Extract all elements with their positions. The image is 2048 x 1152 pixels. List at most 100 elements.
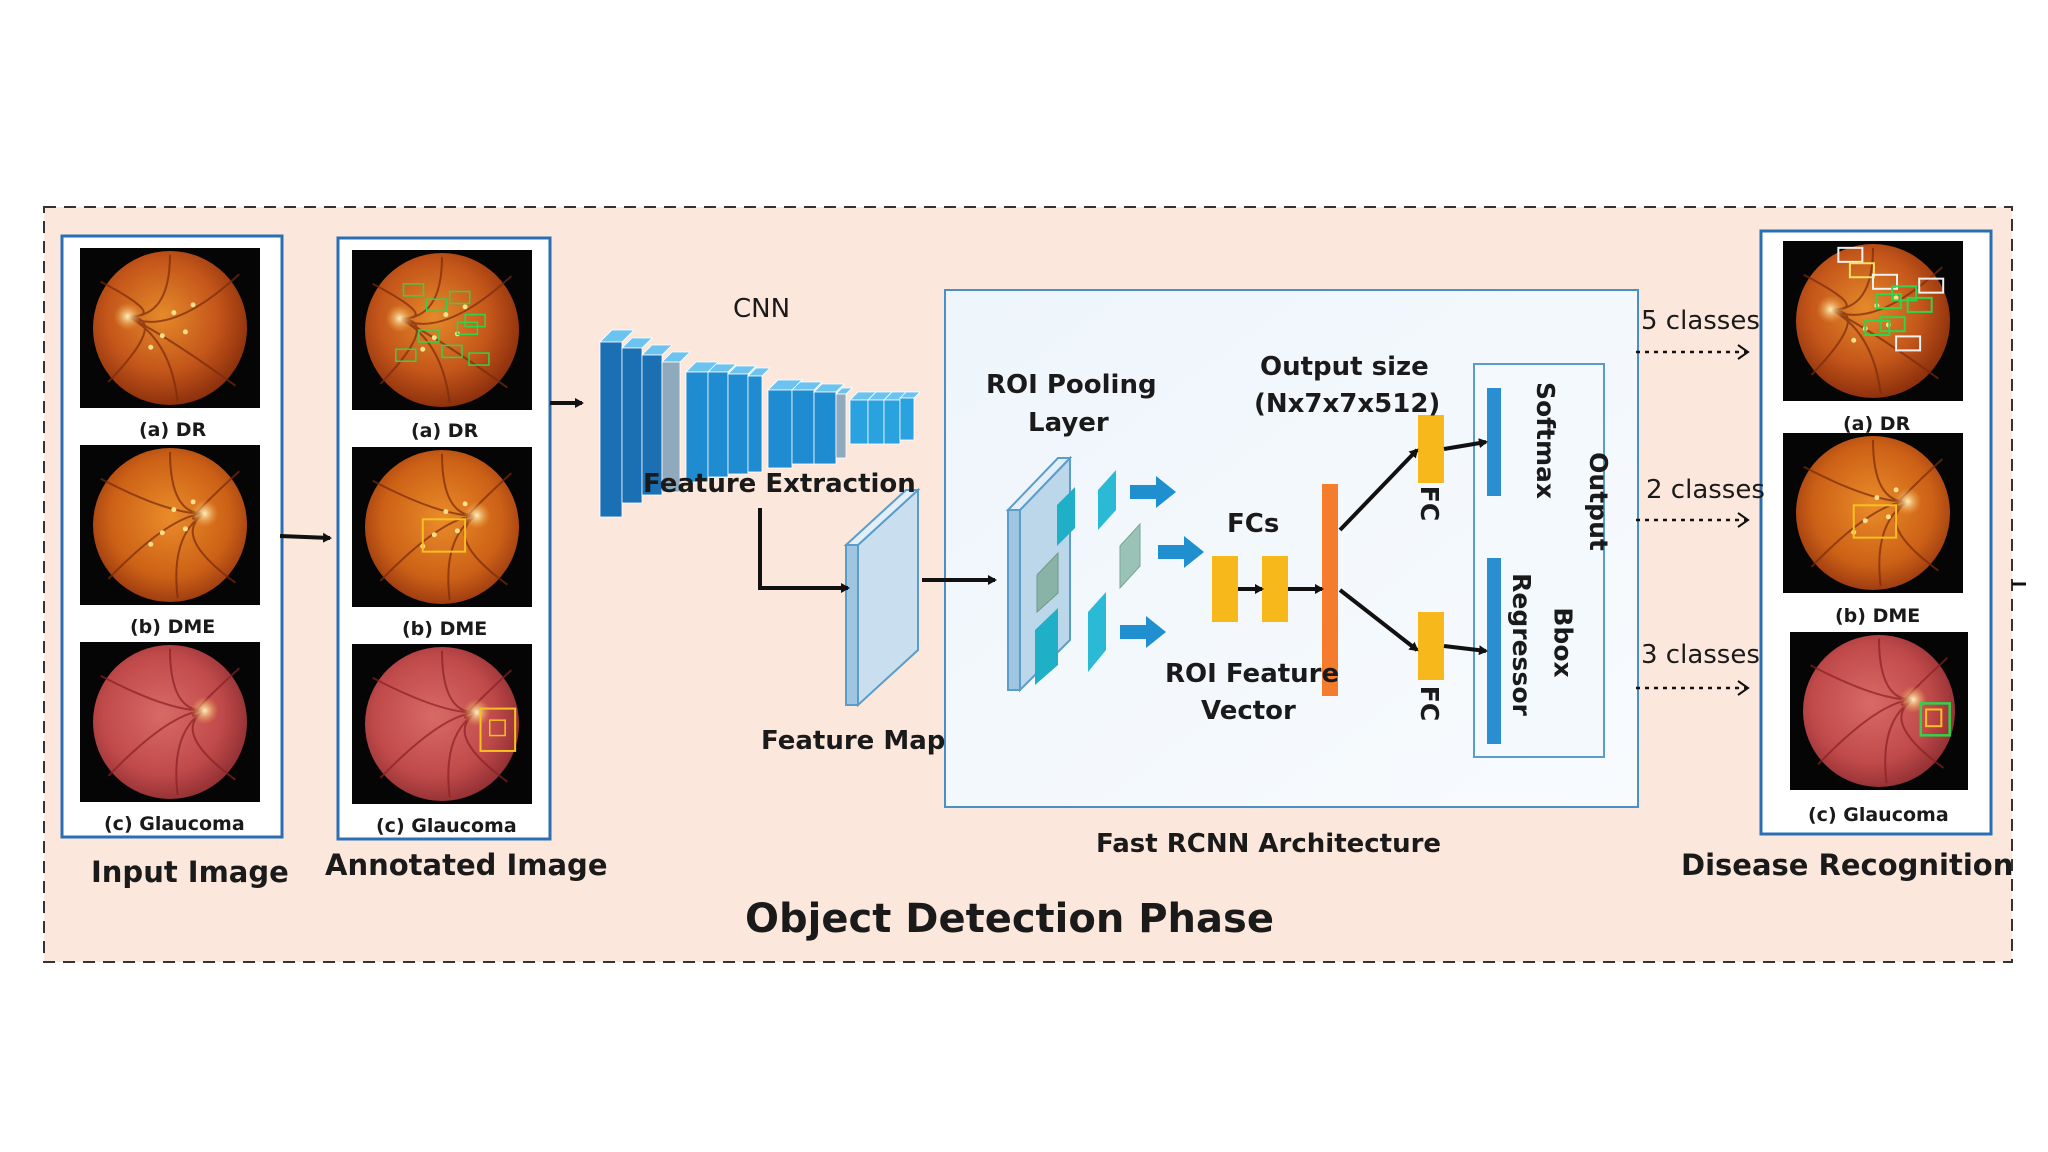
roi-blue-arrows	[1120, 476, 1204, 648]
feature-extraction-label: Feature Extraction	[643, 469, 916, 499]
annotated-glaucoma-fundus	[365, 647, 519, 801]
cnn-layer	[767, 379, 803, 469]
annotated-dr-annotation-box	[468, 352, 490, 366]
recognized-dr-prediction-boxes	[1837, 246, 1945, 352]
cnn-layer	[835, 387, 853, 459]
input-image-caption: Input Image	[91, 855, 289, 889]
annotated-dr-annotation-box	[395, 348, 417, 362]
recognized-dme-lesion	[1862, 518, 1868, 524]
cnn-layer	[791, 381, 823, 465]
cnn-layer-face	[707, 371, 729, 478]
recognition-label-glaucoma: (c) Glaucoma	[1808, 804, 1949, 826]
recognized-dme-lesion	[1874, 495, 1880, 501]
recognition-label-dr: (a) DR	[1843, 413, 1911, 435]
annotated-glaucoma-annotation-box	[479, 707, 517, 752]
flow-arrows	[279, 398, 1488, 656]
class-count-1: 5 classes	[1641, 306, 1760, 336]
cnn-layer-face	[867, 399, 885, 445]
fcs-label: FCs	[1227, 509, 1280, 539]
cnn-layer-face	[835, 393, 847, 459]
recognition-label-dme: (b) DME	[1835, 605, 1921, 627]
cnn-layer-face	[767, 389, 793, 469]
annotated-dme-optic-disc	[462, 501, 491, 530]
annotated-glaucoma-annotation-box-inner	[488, 719, 506, 737]
recognized-dr-prediction-box	[1895, 335, 1922, 352]
output-size-label-line1: Output size	[1260, 352, 1429, 382]
annotated-dr-lesion	[443, 312, 449, 318]
recognized-dr-prediction-box	[1864, 320, 1891, 336]
fast-rcnn-caption: Fast RCNN Architecture	[1096, 829, 1442, 859]
input-dr-fundus	[93, 251, 247, 405]
phase-title: Object Detection Phase	[745, 896, 1274, 942]
roi-feature-vector-line1: ROI Feature	[1165, 659, 1340, 689]
input-dr-lesion	[182, 329, 188, 335]
fc-lower-label: FC	[1415, 685, 1445, 722]
input-glaucoma-fundus	[93, 645, 247, 799]
recognized-glaucoma-prediction-box	[1919, 702, 1951, 737]
fc-block-1	[1212, 556, 1238, 622]
annotated-dme-annotation-box	[421, 518, 467, 553]
cnn-layer-face	[791, 389, 815, 465]
disease-recognition-caption: Disease Recognition	[1681, 848, 2014, 882]
roi-feature-vector-line2: Vector	[1201, 696, 1296, 726]
roi-pooling-label-line1: ROI Pooling	[986, 370, 1157, 400]
cnn-layer-face	[747, 375, 763, 473]
input-dme-lesion	[182, 526, 188, 532]
cnn-layer	[621, 337, 653, 504]
cnn-layer-face	[813, 391, 837, 465]
input-dme-lesion	[171, 507, 177, 513]
annotated-dr-annotation-box	[464, 313, 486, 328]
annotated-image-panel	[336, 236, 552, 841]
input-dme-fundus	[93, 448, 247, 602]
input-dr-lesion	[190, 302, 196, 308]
recognized-dme-lesion	[1885, 514, 1891, 520]
cnn-layer-face	[661, 361, 681, 493]
softmax-label: Softmax	[1531, 381, 1561, 500]
input-dme-lesion	[159, 530, 165, 536]
annotated-dr-fundus	[365, 253, 519, 407]
recognized-dr-prediction-box	[1918, 277, 1945, 294]
output-label: Output	[1583, 452, 1613, 551]
annotated-label-dr: (a) DR	[411, 420, 479, 442]
cnn-layer	[813, 383, 845, 465]
input-dr-lesion	[159, 333, 165, 339]
disease-recognition-panel	[1759, 229, 1993, 836]
annotated-glaucoma-optic-disc	[462, 698, 491, 727]
annotated-dr-annotation-box	[441, 344, 463, 359]
recognized-dme-optic-disc	[1893, 487, 1922, 516]
bbox-regressor-bar	[1487, 558, 1501, 744]
recognized-dme-fundus	[1796, 436, 1950, 590]
output-size-label-line2: (Nx7x7x512)	[1254, 389, 1441, 419]
cnn-layer-face	[883, 399, 901, 445]
cnn-layer-face	[599, 341, 623, 518]
annotated-image-caption: Annotated Image	[325, 848, 608, 882]
bbox-regressor-label-line1: Bbox	[1548, 607, 1578, 678]
annotated-dr-annotation-box	[425, 298, 448, 312]
recognized-dr-prediction-box	[1891, 285, 1918, 302]
cnn-layer	[599, 329, 635, 518]
annotated-dme-lesion	[431, 532, 437, 538]
input-dr-lesion	[148, 344, 154, 350]
input-label-dme: (b) DME	[130, 616, 216, 638]
recognized-dr-prediction-box	[1879, 316, 1906, 333]
bbox-regressor-label-line2: Regressor	[1506, 573, 1536, 716]
annotated-dr-lesion	[420, 346, 426, 352]
cnn-layer	[661, 351, 691, 493]
recognized-dme-annotation-box	[1852, 504, 1898, 539]
annotated-dr-annotation-box	[456, 321, 479, 336]
annotated-dr-optic-disc	[385, 304, 414, 333]
roi-pooling-label-line2: Layer	[1028, 408, 1109, 438]
annotated-dr-lesion	[462, 304, 468, 310]
annotated-label-dme: (b) DME	[402, 618, 488, 640]
cnn-layer-face	[685, 371, 709, 483]
cnn-layer-stack	[599, 329, 921, 518]
feature-map-label: Feature Map	[761, 726, 946, 756]
annotated-dr-annotation-box	[402, 283, 425, 297]
fc-upper-label: FC	[1415, 485, 1445, 522]
input-label-glaucoma: (c) Glaucoma	[104, 813, 245, 835]
recognized-dr-lesion	[1851, 337, 1857, 343]
fc-block-2	[1262, 556, 1288, 622]
recognized-glaucoma-optic-disc	[1899, 685, 1927, 714]
softmax-bar	[1487, 388, 1501, 496]
